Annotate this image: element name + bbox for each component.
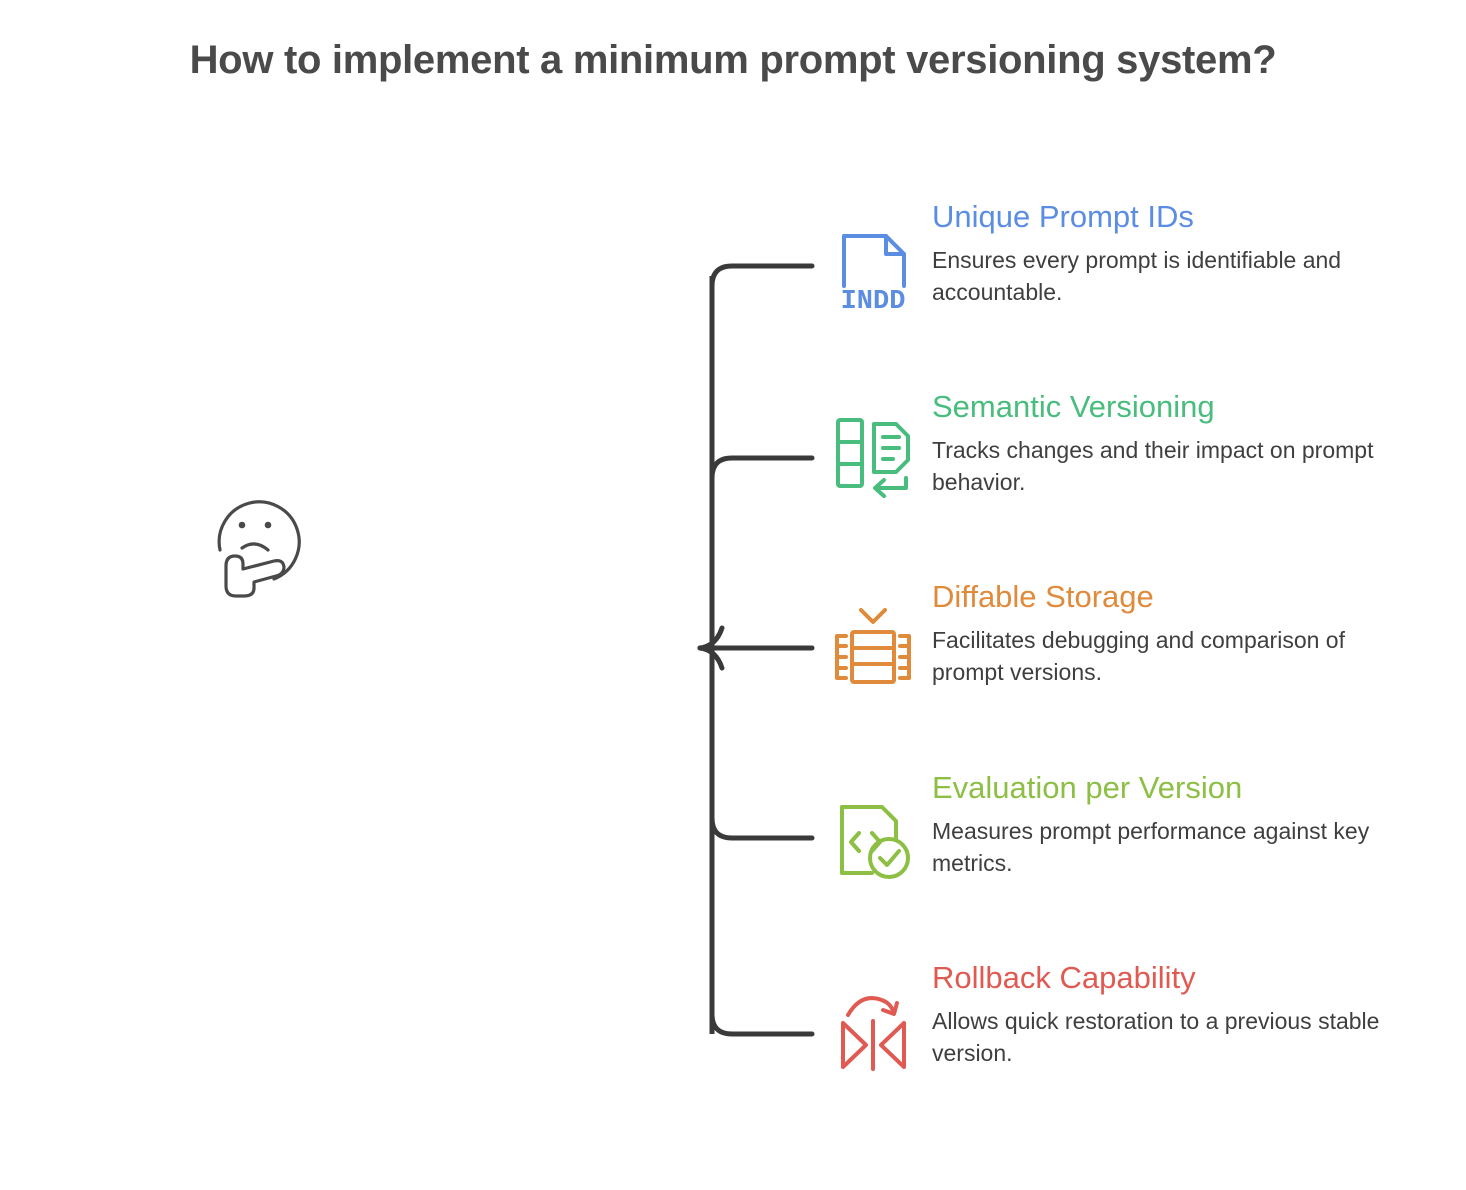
branch-semantic-versioning[interactable]: Semantic Versioning Tracks changes and t… <box>828 388 1428 504</box>
branch-heading: Rollback Capability <box>932 960 1196 995</box>
branch-rollback-capability[interactable]: Rollback Capability Allows quick restora… <box>828 959 1428 1079</box>
branch-unique-prompt-ids[interactable]: INDD Unique Prompt IDs Ensures every pro… <box>828 198 1428 317</box>
branch-text-block: Unique Prompt IDs Ensures every prompt i… <box>932 198 1417 308</box>
branch-heading: Evaluation per Version <box>932 770 1243 805</box>
branch-text-block: Semantic Versioning Tracks changes and t… <box>932 388 1417 498</box>
branch-description: Ensures every prompt is identifiable and… <box>932 247 1342 305</box>
thinking-face-emoji <box>217 500 301 598</box>
branch-heading: Semantic Versioning <box>932 389 1215 424</box>
code-file-check-icon <box>828 795 918 891</box>
version-history-document-icon <box>828 408 918 504</box>
branch-text-block: Evaluation per Version Measures prompt p… <box>932 769 1417 879</box>
rollback-arrows-icon <box>828 983 918 1079</box>
branch-description: Tracks changes and their impact on promp… <box>932 437 1374 495</box>
film-strip-check-icon <box>828 600 918 696</box>
branch-description: Facilitates debugging and comparison of … <box>932 627 1345 685</box>
indd-file-icon: INDD <box>828 220 918 316</box>
branch-heading: Unique Prompt IDs <box>932 199 1194 234</box>
branch-heading: Diffable Storage <box>932 579 1154 614</box>
branch-text-block: Diffable Storage Facilitates debugging a… <box>932 578 1417 688</box>
branch-description: Allows quick restoration to a previous s… <box>932 1008 1380 1066</box>
branch-evaluation-per-version[interactable]: Evaluation per Version Measures prompt p… <box>828 769 1428 891</box>
page-title: How to implement a minimum prompt versio… <box>189 38 1277 82</box>
branch-description: Measures prompt performance against key … <box>932 818 1370 876</box>
indd-icon-label: INDD <box>841 287 906 316</box>
branch-text-block: Rollback Capability Allows quick restora… <box>932 959 1417 1069</box>
branch-diffable-storage[interactable]: Diffable Storage Facilitates debugging a… <box>828 578 1428 696</box>
